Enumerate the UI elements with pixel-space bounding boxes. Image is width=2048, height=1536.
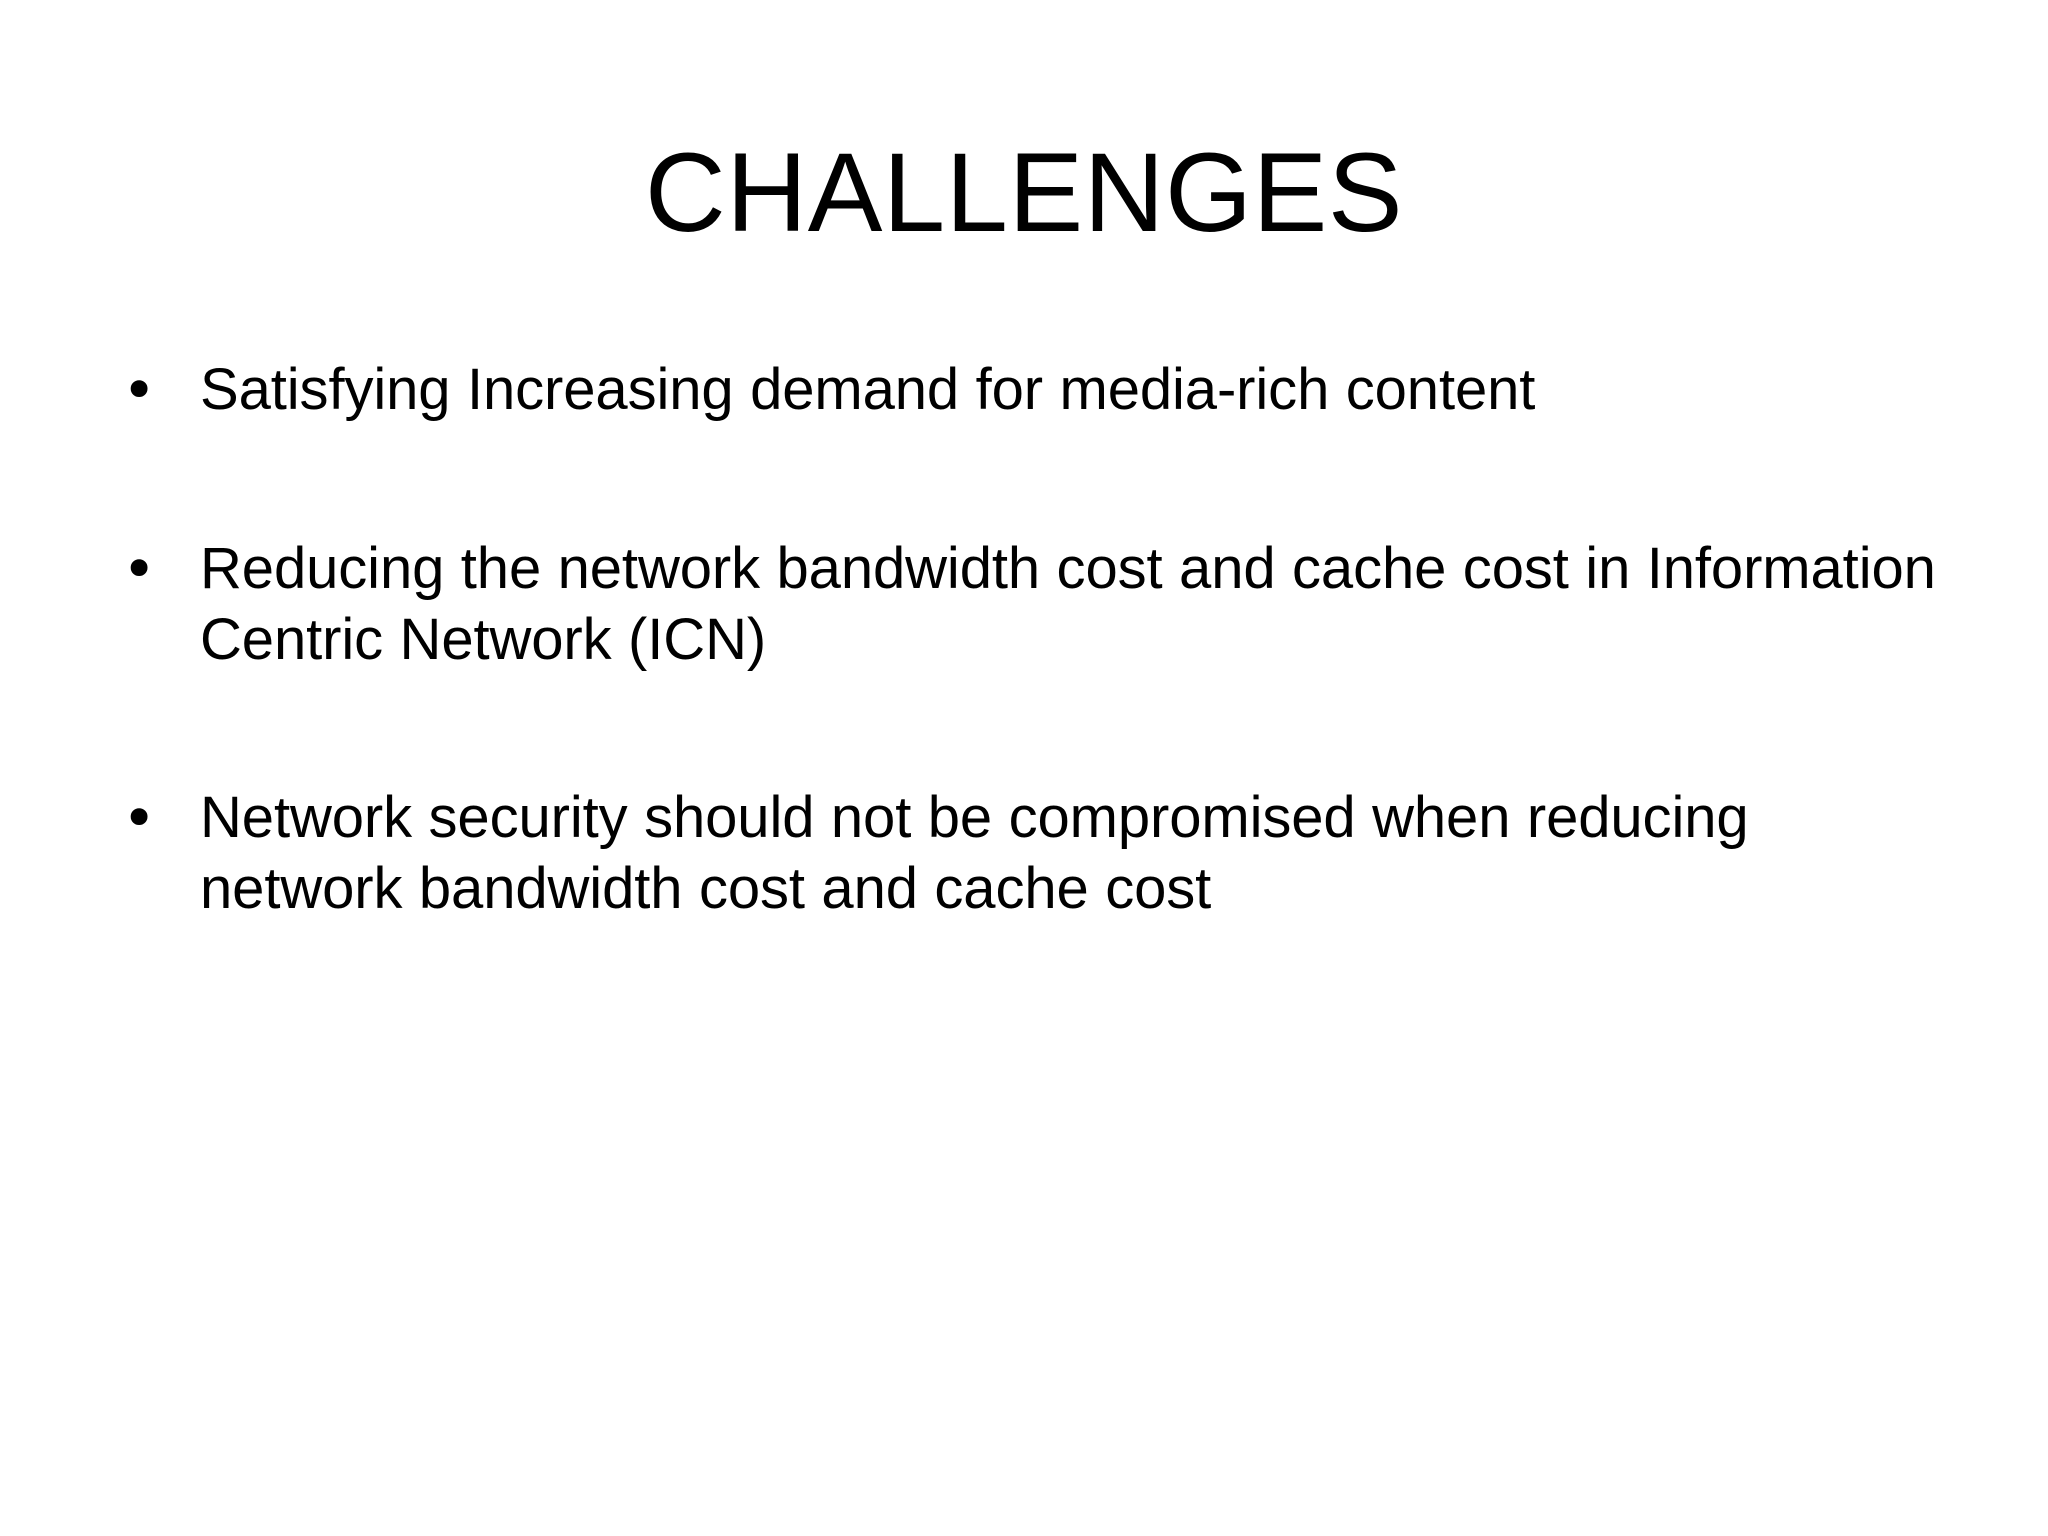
list-item: • Reducing the network bandwidth cost an… bbox=[110, 534, 1940, 676]
list-item-text: Network security should not be compromis… bbox=[200, 785, 1749, 921]
list-item-text: Reducing the network bandwidth cost and … bbox=[200, 535, 1936, 672]
list-item: • Network security should not be comprom… bbox=[110, 783, 1940, 925]
bullet-list: • Satisfying Increasing demand for media… bbox=[110, 355, 1940, 925]
page-title: CHALLENGES bbox=[644, 130, 1404, 255]
list-item-text: Satisfying Increasing demand for media-r… bbox=[200, 357, 1536, 422]
list-item: • Satisfying Increasing demand for media… bbox=[110, 355, 1940, 426]
bullet-dot-icon: • bbox=[122, 534, 157, 603]
bullet-dot-icon: • bbox=[122, 784, 157, 853]
bullet-dot-icon: • bbox=[122, 356, 157, 424]
